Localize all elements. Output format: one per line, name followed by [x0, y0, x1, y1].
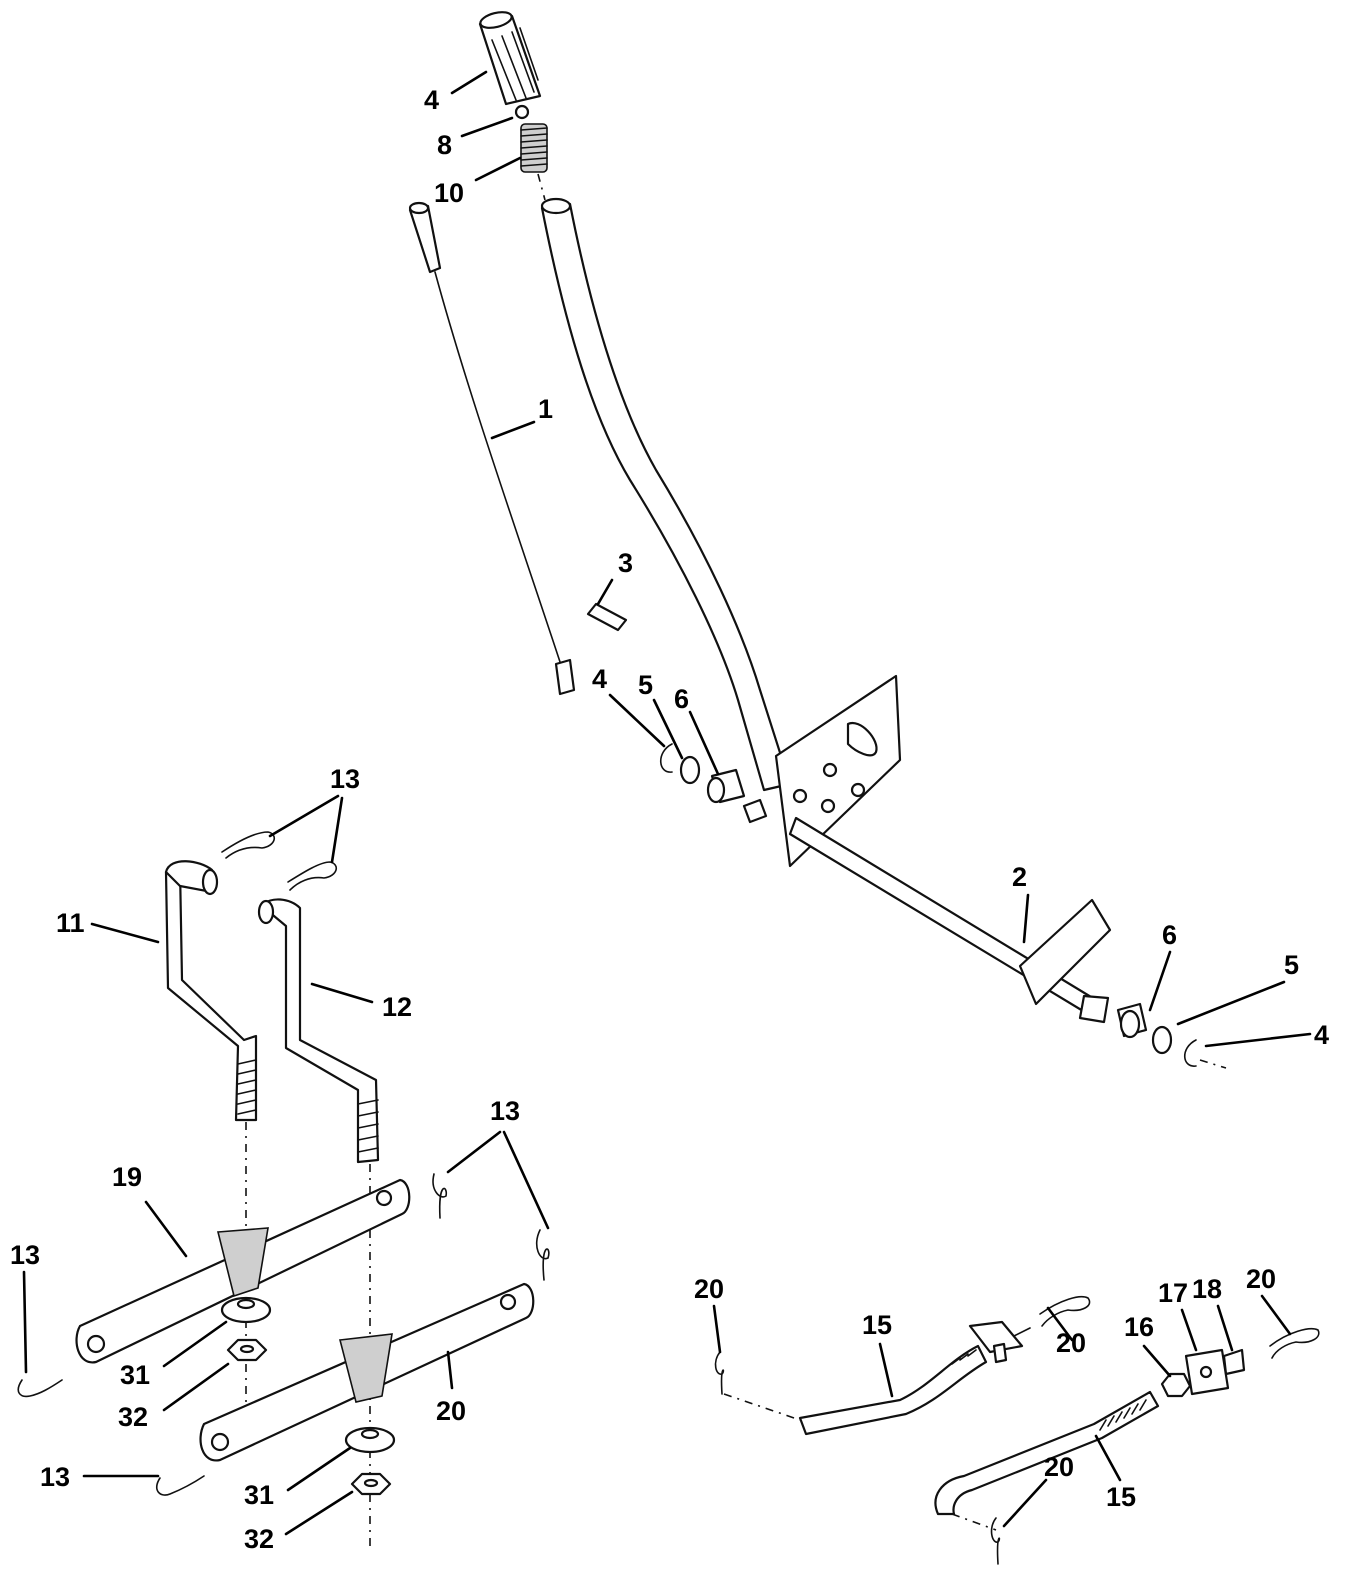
callout-20-bottom: 20: [1044, 1452, 1074, 1482]
lift-arm-19-upper: [75, 1178, 411, 1364]
washer-left: [679, 755, 701, 785]
callout-4: 4: [1314, 1020, 1329, 1050]
retaining-ring-right: [1183, 1039, 1197, 1067]
nut-16: [1160, 1372, 1192, 1398]
callout-4: 4: [592, 664, 607, 694]
lift-arm-19-lower: [199, 1282, 535, 1462]
hair-pin-clip: [287, 861, 337, 891]
hair-pin-clip: [1039, 1296, 1091, 1327]
callout-31: 31: [120, 1360, 150, 1390]
callout-18: 18: [1192, 1274, 1222, 1304]
callout-20: 20: [1056, 1328, 1086, 1358]
callout-11: 11: [56, 908, 85, 938]
spring-part: [520, 123, 548, 173]
spacer-31-lower: [344, 1426, 396, 1454]
hair-pin-clip: [221, 831, 275, 859]
callout-12: 12: [382, 992, 412, 1022]
hair-pin-clip: [155, 1475, 205, 1496]
callout-31: 31: [244, 1480, 274, 1510]
hair-pin-clip: [535, 1229, 550, 1281]
cross-shaft-part: [788, 816, 1112, 1024]
callout-19: 20: [436, 1396, 466, 1426]
washer-right: [1151, 1025, 1173, 1055]
bracket-plate: [774, 674, 902, 868]
hair-pin-clip: [17, 1379, 63, 1398]
callout-17: 17: [1158, 1278, 1188, 1308]
callout-13: 13: [10, 1240, 40, 1270]
callout-6: 6: [674, 684, 689, 714]
pin-part: [586, 602, 628, 632]
hair-pin-clip: [432, 1173, 448, 1219]
callout-6: 6: [1162, 920, 1177, 950]
callout-10: 10: [434, 178, 464, 208]
spacer-31-upper: [220, 1296, 272, 1324]
callout-19: 19: [112, 1162, 142, 1192]
callout-8: 8: [437, 130, 452, 160]
callout-5: 5: [1284, 950, 1299, 980]
adjuster-rod-15-lower: [934, 1390, 1160, 1516]
callout-13: 13: [490, 1096, 520, 1126]
adjuster-rod-15-upper: [798, 1344, 988, 1436]
callout-32: 32: [244, 1524, 274, 1554]
callout-1: 1: [538, 394, 553, 424]
callout-16: 16: [1124, 1312, 1154, 1342]
grip-part: [478, 11, 542, 106]
callout-15: 15: [862, 1310, 892, 1340]
cotter-pin-20: [990, 1517, 1001, 1565]
callout-15: 15: [1106, 1482, 1136, 1512]
hair-pin-clip: [1269, 1328, 1320, 1359]
lever-tube: [540, 202, 792, 792]
callout-32: 32: [118, 1402, 148, 1432]
callout-3: 3: [618, 548, 633, 578]
callout-5: 5: [638, 670, 653, 700]
cable-rod-part: [408, 201, 576, 696]
ball-part: [514, 104, 530, 120]
callout-13: 13: [40, 1462, 70, 1492]
callout-20: 20: [694, 1274, 724, 1304]
callout-7: 4: [424, 85, 439, 115]
lift-link-11: [164, 860, 258, 1122]
callout-13: 13: [330, 764, 360, 794]
lift-link-12: [257, 898, 380, 1164]
callout-20: 20: [1246, 1264, 1276, 1294]
retaining-ring-left: [659, 743, 673, 773]
cotter-pin-20: [714, 1351, 725, 1395]
callout-2: 2: [1012, 862, 1027, 892]
pin-18: [1222, 1348, 1246, 1376]
